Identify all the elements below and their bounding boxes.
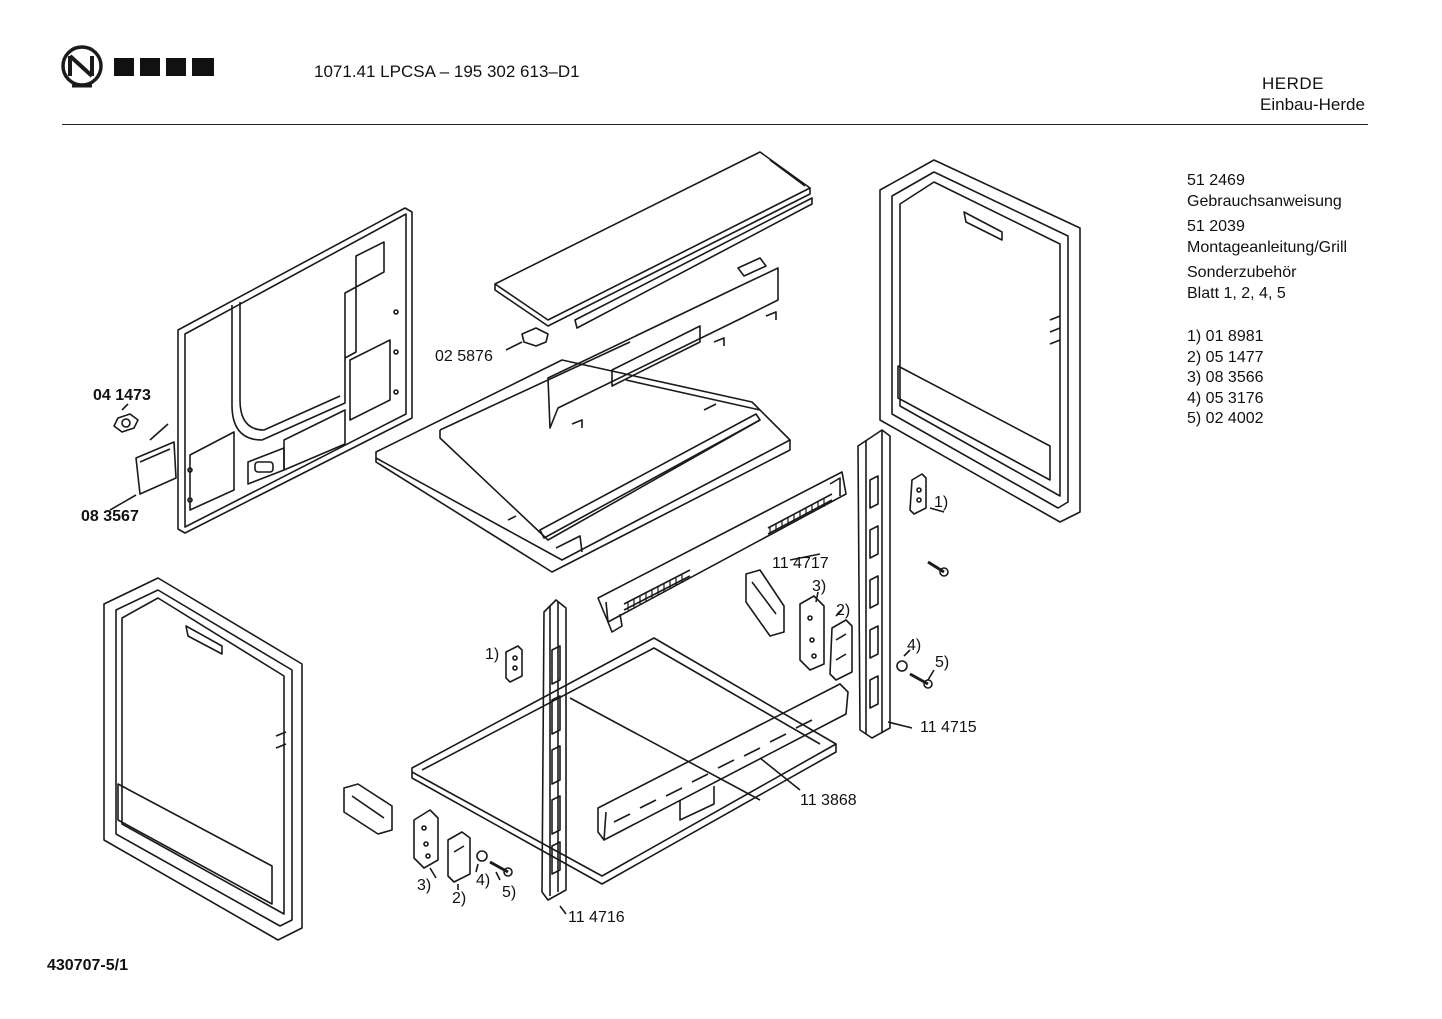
ref-1-upper: 1) xyxy=(934,494,949,511)
callout-114715: 11 4715 xyxy=(920,719,977,736)
hinge-bracket-lower xyxy=(505,645,523,683)
document-number: 430707-5/1 xyxy=(47,957,128,974)
right-door-frame xyxy=(879,159,1081,523)
ref-4-upper: 4) xyxy=(907,637,922,654)
left-side-rail xyxy=(541,599,567,901)
left-door-frame xyxy=(103,577,303,941)
callout-025876: 02 5876 xyxy=(435,348,493,365)
legend-item: 2) 05 1477 xyxy=(1187,348,1264,366)
catch-part-lower xyxy=(447,831,471,883)
plate-part-right xyxy=(745,569,785,637)
legend-item: 1) 01 8981 xyxy=(1187,328,1264,345)
note-text-2: Montageanleitung/Grill xyxy=(1187,239,1348,256)
front-crossbar xyxy=(597,683,849,841)
catch-part-right xyxy=(829,619,853,681)
callout-114716: 11 4716 xyxy=(568,909,625,926)
neff-logo-icon xyxy=(61,45,103,88)
holder-part xyxy=(521,327,549,347)
neff-wordmark-icon xyxy=(114,58,214,76)
base-tray xyxy=(411,637,837,885)
side-notes: 51 2469 Gebrauchsanweisung 51 2039 Monta… xyxy=(1187,170,1347,304)
legend-item: 3) 08 3566 xyxy=(1187,369,1264,386)
screw-lower xyxy=(489,860,513,877)
subcategory-title: Einbau-Herde xyxy=(1260,95,1365,114)
top-cover-plate xyxy=(494,151,813,329)
oven-liner xyxy=(375,341,791,573)
header-divider xyxy=(62,124,1368,125)
ref-2-upper: 2) xyxy=(836,602,851,619)
ref-5-upper: 5) xyxy=(935,654,950,671)
ref-3-upper: 3) xyxy=(812,578,827,595)
washer-lower xyxy=(476,850,488,862)
parts-legend: 1) 01 8981 2) 05 1477 3) 08 3566 4) 05 3… xyxy=(1187,327,1264,430)
screw-right-upper xyxy=(927,560,949,577)
callout-113868: 11 3868 xyxy=(800,792,857,809)
callout-114717: 11 4717 xyxy=(772,555,829,572)
legend-item: 4) 05 3176 xyxy=(1187,389,1264,407)
bracket-part xyxy=(135,441,177,495)
note-number-2: 51 2039 xyxy=(1187,218,1245,235)
category-title: HERDE xyxy=(1262,74,1325,93)
ref-4-lower: 4) xyxy=(476,872,491,889)
left-side-panel xyxy=(177,207,413,534)
screw-right-lower xyxy=(909,672,933,689)
hinge-bracket-right xyxy=(909,473,927,515)
hinge-part-right xyxy=(799,595,825,671)
rail-slots xyxy=(627,499,825,610)
note-number-1: 51 2469 xyxy=(1187,172,1245,189)
control-panel xyxy=(547,257,779,429)
right-side-rail xyxy=(857,429,891,739)
hinge-part-lower xyxy=(413,809,439,869)
note-text-1: Gebrauchsanweisung xyxy=(1187,193,1342,210)
callout-041473: 04 1473 xyxy=(93,387,151,404)
washer-right xyxy=(896,660,908,672)
ref-1-lower: 1) xyxy=(485,646,500,663)
note-text-4: Blatt 1, 2, 4, 5 xyxy=(1187,285,1286,302)
ref-5-lower: 5) xyxy=(502,884,517,901)
ref-3-lower: 3) xyxy=(417,877,432,894)
back-rail-114717 xyxy=(597,471,847,633)
ref-2-lower: 2) xyxy=(452,890,467,907)
note-text-3: Sonderzubehör xyxy=(1187,264,1297,281)
plate-part-lower xyxy=(343,783,393,835)
clip-part xyxy=(113,413,139,433)
legend-item: 5) 02 4002 xyxy=(1187,410,1264,427)
model-line: 1071.41 LPCSA – 195 302 613–D1 xyxy=(314,62,580,81)
callout-083567: 08 3567 xyxy=(81,508,139,525)
